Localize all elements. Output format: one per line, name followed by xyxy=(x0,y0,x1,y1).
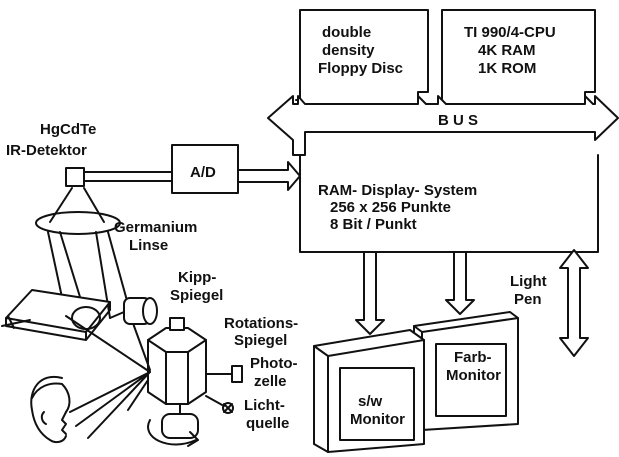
optical-rays xyxy=(65,315,151,439)
ad-converter: A/D xyxy=(171,144,301,194)
ad-label: A/D xyxy=(190,164,216,181)
head-icon xyxy=(30,375,71,444)
light-source-label-line2: quelle xyxy=(246,415,289,432)
photocell-label-line1: Photo- xyxy=(250,355,297,372)
color-monitor: Farb- Monitor xyxy=(413,311,519,431)
rotation-mirror: Rotations- Spiegel xyxy=(147,315,298,447)
ram-display-line3: 8 Bit / Punkt xyxy=(330,216,417,233)
tilt-mirror: Kipp- Spiegel xyxy=(1,269,223,341)
photocell-label-line2: zelle xyxy=(254,373,287,390)
ad-converter-box xyxy=(171,144,239,194)
ram-to-monitor-arrows xyxy=(355,251,475,335)
light-pen: Light Pen xyxy=(510,249,589,357)
cpu-label-line2: 4K RAM xyxy=(478,42,536,59)
photocell: Photo- zelle xyxy=(205,355,297,390)
lens-label-line2: Linse xyxy=(129,237,168,254)
rotation-mirror-label-line1: Rotations- xyxy=(224,315,298,332)
tilt-mirror-label-line2: Spiegel xyxy=(170,287,223,304)
light-source: Licht- quelle xyxy=(205,395,289,432)
cpu-box: TI 990/4-CPU 4K RAM 1K ROM xyxy=(441,9,596,101)
bus-arrow: B U S xyxy=(267,95,619,156)
detector-group: HgCdTe IR-Detektor xyxy=(6,121,173,187)
ir-detector-icon xyxy=(65,167,85,187)
floppy-label-line3: Floppy Disc xyxy=(318,60,403,77)
detector-label-line1: HgCdTe xyxy=(40,121,96,138)
cpu-label-line3: 1K ROM xyxy=(478,60,536,77)
bw-monitor-label-line2: Monitor xyxy=(350,411,405,428)
rotation-mirror-label-line2: Spiegel xyxy=(234,332,287,349)
arrow-to-color-monitor xyxy=(445,251,475,315)
detector-label-line2: IR-Detektor xyxy=(6,142,87,159)
light-pen-label-line1: Light xyxy=(510,273,547,290)
ram-display-system-box: RAM- Display- System 256 x 256 Punkte 8 … xyxy=(299,154,599,253)
color-monitor-label-line2: Monitor xyxy=(446,367,501,384)
bus-label: B U S xyxy=(438,112,478,129)
color-monitor-label-line1: Farb- xyxy=(454,349,492,366)
bw-monitor-label-line1: s/w xyxy=(358,393,383,410)
cpu-label-line1: TI 990/4-CPU xyxy=(464,24,556,41)
ram-display-line2: 256 x 256 Punkte xyxy=(330,199,451,216)
arrow-to-bw-monitor xyxy=(355,251,385,335)
bw-monitor: s/w Monitor xyxy=(313,329,425,453)
light-pen-arrow xyxy=(559,249,589,357)
light-source-label-line1: Licht- xyxy=(244,397,285,414)
germanium-lens: Germanium Linse xyxy=(35,187,197,327)
ram-display-line1: RAM- Display- System xyxy=(318,182,477,199)
ad-to-ram-arrow xyxy=(237,161,301,191)
tilt-mirror-label-line1: Kipp- xyxy=(178,269,216,286)
floppy-label-line1: double xyxy=(322,24,371,41)
light-pen-label-line2: Pen xyxy=(514,291,542,308)
floppy-label-line2: density xyxy=(322,42,375,59)
floppy-disc-box: double density Floppy Disc xyxy=(295,9,429,101)
lens-label-line1: Germanium xyxy=(114,219,197,236)
